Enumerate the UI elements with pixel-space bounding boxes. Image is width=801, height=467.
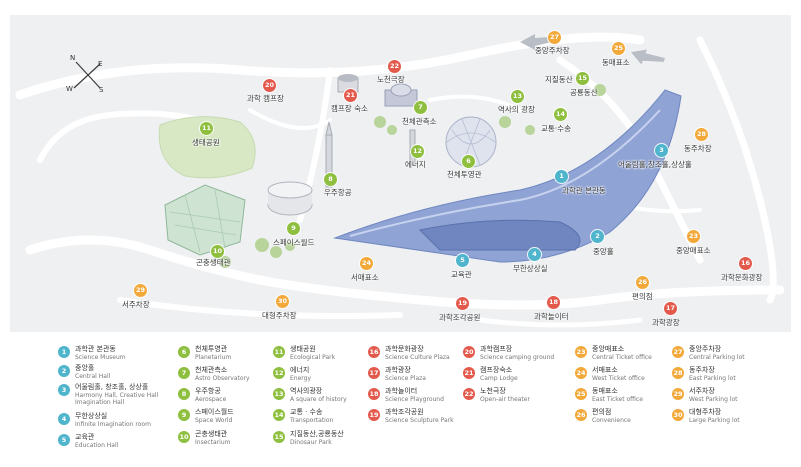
place-label-11: 생태공원 bbox=[192, 138, 220, 147]
place-label-5: 교육관 bbox=[451, 270, 472, 279]
place-label-3: 어울림홀,창조홀,상상홀 bbox=[618, 160, 692, 169]
marker-7[interactable]: 7 bbox=[414, 101, 427, 114]
marker-8[interactable]: 8 bbox=[324, 173, 337, 186]
marker-21[interactable]: 21 bbox=[344, 89, 357, 102]
compass-rose bbox=[73, 61, 101, 89]
place-label-15-geology: 지질동산 bbox=[545, 75, 573, 84]
marker-19[interactable]: 19 bbox=[456, 297, 469, 310]
marker-11[interactable]: 11 bbox=[200, 122, 213, 135]
map-ground bbox=[10, 15, 791, 332]
insectarium-building bbox=[164, 184, 246, 256]
place-label-10: 곤충생태관 bbox=[196, 258, 231, 267]
place-label-14: 교통·수송 bbox=[541, 124, 571, 133]
marker-3[interactable]: 3 bbox=[655, 144, 668, 157]
marker-9[interactable]: 9 bbox=[287, 222, 300, 235]
place-label-7: 천체관측소 bbox=[402, 117, 437, 126]
compass-w: W bbox=[66, 85, 73, 93]
place-label-19: 과학조각공원 bbox=[439, 313, 481, 322]
marker-5[interactable]: 5 bbox=[456, 254, 469, 267]
place-label-17: 과학광장 bbox=[652, 318, 680, 327]
marker-24[interactable]: 24 bbox=[360, 257, 373, 270]
marker-6[interactable]: 6 bbox=[462, 155, 475, 168]
place-label-2: 중앙홀 bbox=[593, 247, 614, 256]
place-label-30: 대형주차장 bbox=[262, 311, 297, 320]
marker-26[interactable]: 26 bbox=[636, 276, 649, 289]
marker-15[interactable]: 15 bbox=[576, 72, 589, 85]
marker-22[interactable]: 22 bbox=[388, 60, 401, 73]
place-label-26: 편의점 bbox=[632, 292, 653, 301]
place-label-28: 동주차장 bbox=[684, 144, 712, 153]
place-label-9: 스페이스월드 bbox=[273, 238, 315, 247]
place-label-13: 역사의 광장 bbox=[498, 105, 535, 114]
marker-18[interactable]: 18 bbox=[547, 296, 560, 309]
compass-s: S bbox=[99, 86, 104, 94]
central-hall-roof bbox=[418, 219, 581, 251]
marker-30[interactable]: 30 bbox=[276, 295, 289, 308]
marker-23[interactable]: 23 bbox=[687, 230, 700, 243]
place-label-12: 에너지 bbox=[405, 160, 426, 169]
place-label-22: 노천극장 bbox=[377, 75, 405, 84]
marker-13[interactable]: 13 bbox=[511, 90, 524, 103]
place-label-25: 동매표소 bbox=[602, 58, 630, 67]
marker-16[interactable]: 16 bbox=[739, 257, 752, 270]
marker-25[interactable]: 25 bbox=[612, 42, 625, 55]
marker-12[interactable]: 12 bbox=[411, 145, 424, 158]
compass-n: N bbox=[70, 54, 76, 62]
place-label-18: 과학놀이터 bbox=[534, 312, 569, 321]
marker-10[interactable]: 10 bbox=[211, 245, 224, 258]
marker-2[interactable]: 2 bbox=[591, 230, 604, 243]
place-label-4: 무한상상실 bbox=[513, 264, 548, 273]
place-label-21: 캠프장 숙소 bbox=[331, 104, 368, 113]
place-label-29: 서주차장 bbox=[122, 300, 150, 309]
place-label-24: 서매표소 bbox=[351, 273, 379, 282]
place-label-8: 우주항공 bbox=[324, 188, 352, 197]
road-network bbox=[15, 32, 785, 328]
place-label-6: 천체투영관 bbox=[447, 170, 482, 179]
tree-clusters bbox=[219, 84, 606, 268]
marker-28[interactable]: 28 bbox=[695, 128, 708, 141]
place-label-1: 과학관 본관동 bbox=[562, 186, 606, 195]
marker-1[interactable]: 1 bbox=[555, 170, 568, 183]
compass-e: E bbox=[98, 60, 103, 68]
marker-14[interactable]: 14 bbox=[554, 108, 567, 121]
marker-20[interactable]: 20 bbox=[263, 79, 276, 92]
marker-17[interactable]: 17 bbox=[664, 302, 677, 315]
place-label-16: 과학문화광장 bbox=[721, 273, 763, 282]
marker-27[interactable]: 27 bbox=[548, 31, 561, 44]
marker-29[interactable]: 29 bbox=[134, 284, 147, 297]
place-label-23: 중앙매표소 bbox=[676, 246, 711, 255]
place-label-20: 과학 캠프장 bbox=[247, 94, 284, 103]
place-label-27: 중앙주차장 bbox=[535, 46, 570, 55]
place-label-15: 공룡동산 bbox=[570, 88, 598, 97]
ecological-park-area bbox=[158, 116, 256, 179]
marker-4[interactable]: 4 bbox=[528, 248, 541, 261]
